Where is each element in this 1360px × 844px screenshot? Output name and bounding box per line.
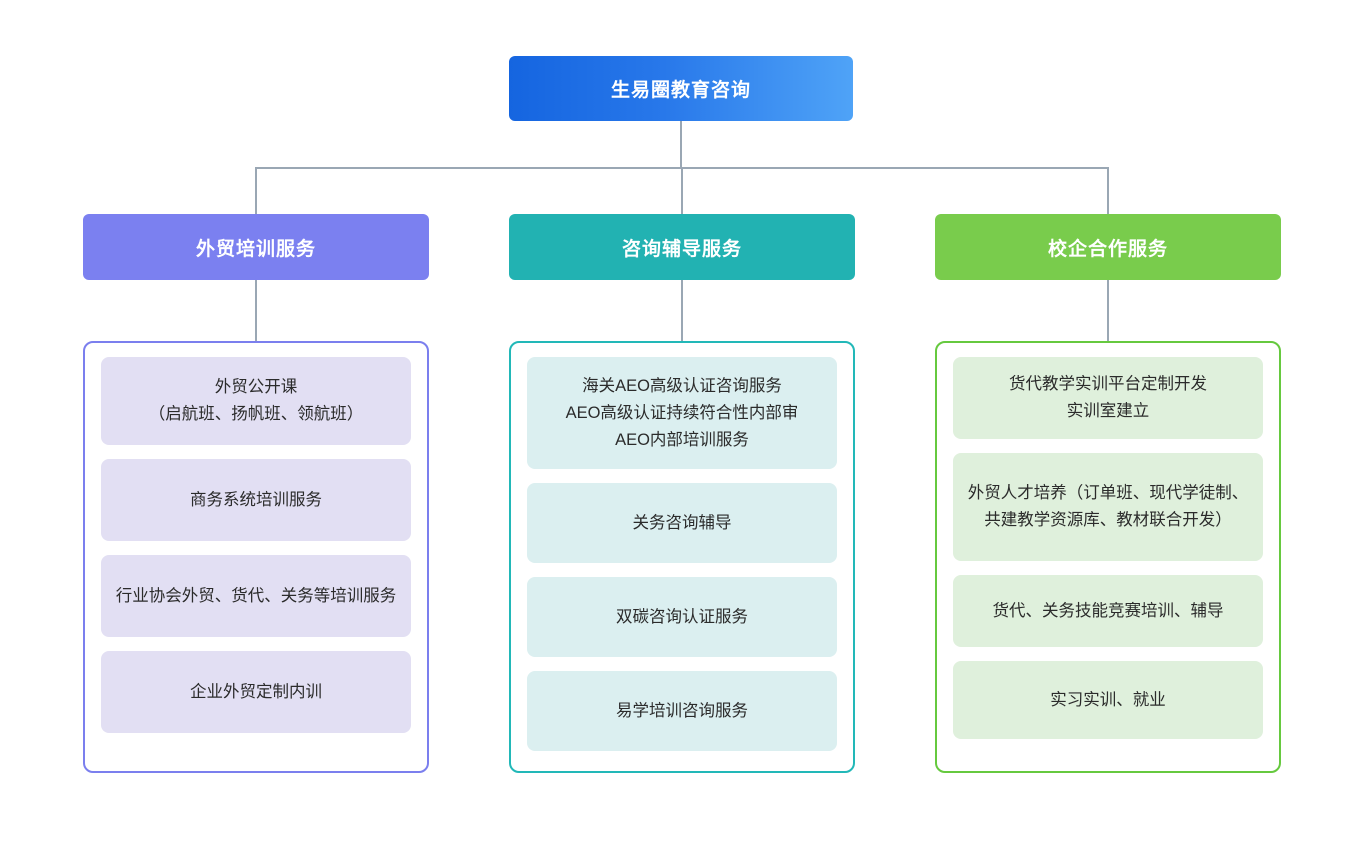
category-header-0[interactable]: 外贸培训服务 <box>83 214 429 280</box>
list-item[interactable]: 关务咨询辅导 <box>527 483 837 563</box>
connector-stem-group-2 <box>1107 280 1109 342</box>
branch-column-foreign-trade-training: 外贸培训服务 外贸公开课 （启航班、扬帆班、领航班） 商务系统培训服务 行业协会… <box>83 214 429 773</box>
connector-drop-col-2 <box>1107 167 1109 215</box>
branch-column-consulting-tutoring: 咨询辅导服务 海关AEO高级认证咨询服务 AEO高级认证持续符合性内部审 AEO… <box>509 214 855 773</box>
list-item[interactable]: 商务系统培训服务 <box>101 459 411 541</box>
branch-column-school-enterprise-cooperation: 校企合作服务 货代教学实训平台定制开发 实训室建立 外贸人才培养（订单班、现代学… <box>935 214 1281 773</box>
connector-drop-col-0 <box>255 167 257 215</box>
root-node-label: 生易圈教育咨询 <box>610 80 751 101</box>
list-item[interactable]: 外贸人才培养（订单班、现代学徒制、共建教学资源库、教材联合开发） <box>953 453 1263 561</box>
category-header-1[interactable]: 咨询辅导服务 <box>509 214 855 280</box>
connector-stem-group-0 <box>255 280 257 342</box>
connector-root-stem <box>680 121 682 168</box>
category-header-0-label: 外贸培训服务 <box>195 238 316 260</box>
list-item[interactable]: 货代、关务技能竞赛培训、辅导 <box>953 575 1263 647</box>
root-node[interactable]: 生易圈教育咨询 <box>509 56 853 121</box>
list-item[interactable]: 外贸公开课 （启航班、扬帆班、领航班） <box>101 357 411 445</box>
connector-drop-col-1 <box>681 167 683 215</box>
list-item[interactable]: 货代教学实训平台定制开发 实训室建立 <box>953 357 1263 439</box>
group-box-1: 海关AEO高级认证咨询服务 AEO高级认证持续符合性内部审 AEO内部培训服务 … <box>509 341 855 773</box>
category-header-2[interactable]: 校企合作服务 <box>935 214 1281 280</box>
category-header-1-label: 咨询辅导服务 <box>621 238 742 260</box>
group-box-0: 外贸公开课 （启航班、扬帆班、领航班） 商务系统培训服务 行业协会外贸、货代、关… <box>83 341 429 773</box>
list-item[interactable]: 行业协会外贸、货代、关务等培训服务 <box>101 555 411 637</box>
group-box-2: 货代教学实训平台定制开发 实训室建立 外贸人才培养（订单班、现代学徒制、共建教学… <box>935 341 1281 773</box>
list-item[interactable]: 双碳咨询认证服务 <box>527 577 837 657</box>
list-item[interactable]: 易学培训咨询服务 <box>527 671 837 751</box>
connector-stem-group-1 <box>681 280 683 342</box>
category-header-2-label: 校企合作服务 <box>1047 238 1168 260</box>
list-item[interactable]: 海关AEO高级认证咨询服务 AEO高级认证持续符合性内部审 AEO内部培训服务 <box>527 357 837 469</box>
list-item[interactable]: 企业外贸定制内训 <box>101 651 411 733</box>
list-item[interactable]: 实习实训、就业 <box>953 661 1263 739</box>
